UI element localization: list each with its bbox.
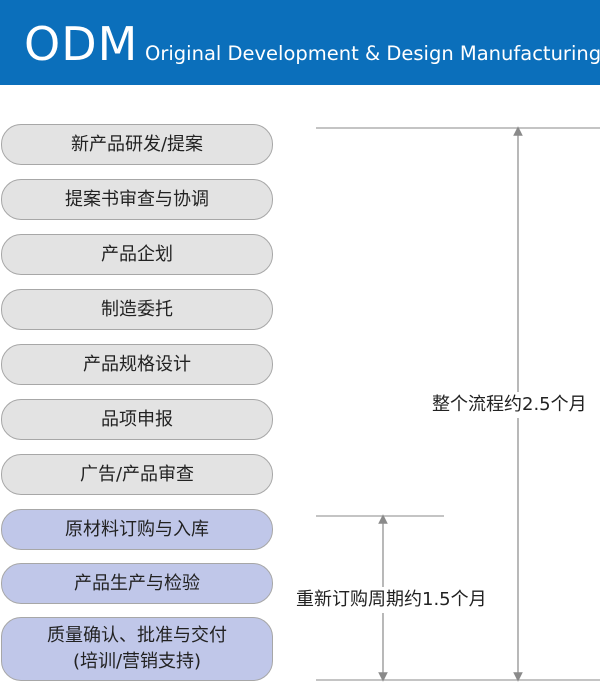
- step-label: 质量确认、批准与交付 (培训/营销支持): [47, 625, 227, 672]
- header-abbreviation: ODM: [24, 17, 139, 71]
- header-full-name: Original Development & Design Manufactur…: [145, 42, 600, 65]
- step-spec-design: 产品规格设计: [1, 344, 273, 385]
- step-label: 产品规格设计: [83, 353, 191, 375]
- step-item-registration: 品项申报: [1, 399, 273, 440]
- step-new-product-proposal: 新产品研发/提案: [1, 124, 273, 165]
- step-proposal-review: 提案书审查与协调: [1, 179, 273, 220]
- step-label: 品项申报: [101, 408, 173, 430]
- step-product-planning: 产品企划: [1, 234, 273, 275]
- step-material-purchase: 原材料订购与入库: [1, 509, 273, 550]
- total-duration-label: 整个流程约2.5个月: [432, 392, 587, 418]
- step-quality-delivery: 质量确认、批准与交付 (培训/营销支持): [1, 617, 273, 681]
- step-label: 产品生产与检验: [74, 572, 200, 594]
- step-manufacturing-order: 制造委托: [1, 289, 273, 330]
- step-label: 产品企划: [101, 243, 173, 265]
- header-banner: ODM Original Development & Design Manufa…: [0, 0, 600, 85]
- step-label: 新产品研发/提案: [70, 133, 204, 155]
- step-label: 原材料订购与入库: [65, 518, 209, 540]
- step-ad-product-review: 广告/产品审查: [1, 454, 273, 495]
- step-label: 提案书审查与协调: [65, 188, 209, 210]
- step-production-inspection: 产品生产与检验: [1, 563, 273, 604]
- reorder-duration-label: 重新订购周期约1.5个月: [296, 587, 487, 613]
- step-label: 制造委托: [101, 298, 173, 320]
- step-label: 广告/产品审查: [79, 463, 195, 485]
